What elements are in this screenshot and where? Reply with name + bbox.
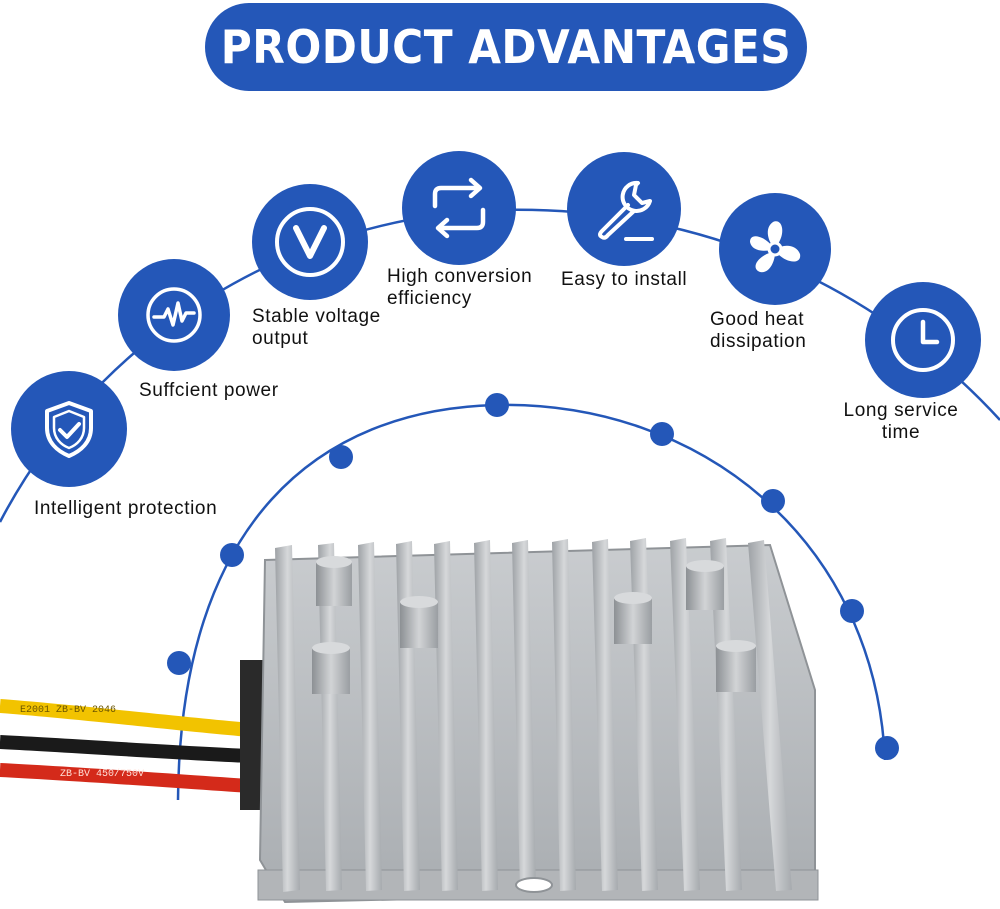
feature-label-intelligent-protection: Intelligent protection xyxy=(34,498,218,519)
mounting-post xyxy=(400,602,438,648)
shield-check-icon xyxy=(45,401,93,458)
cooling-fin xyxy=(434,541,458,891)
wire-marking-red: ZB-BV 450/750V xyxy=(60,768,144,780)
cooling-fin xyxy=(670,538,700,891)
wire-yellow xyxy=(0,699,251,737)
fan-icon xyxy=(750,221,801,273)
cooling-fin xyxy=(275,545,300,892)
arc-dots xyxy=(167,393,899,760)
cooling-fin xyxy=(710,538,742,891)
arc-dot xyxy=(875,736,899,760)
wire-marking-yellow: E2001 ZB-BV 2046 xyxy=(20,705,116,716)
label-line: Good heat xyxy=(710,309,805,330)
mounting-posts xyxy=(312,556,756,694)
wires: E2001 ZB-BV 2046 ZB-BV 450/750V xyxy=(0,699,251,793)
mounting-post xyxy=(316,556,352,568)
cooling-fin xyxy=(592,539,618,891)
clock-icon xyxy=(891,308,955,372)
refresh-arrows-icon xyxy=(432,177,486,239)
label-line: efficiency xyxy=(387,288,472,309)
mounting-post xyxy=(614,598,652,644)
label-line: High conversion xyxy=(387,266,533,287)
arc-dot xyxy=(220,543,244,567)
feature-long-service xyxy=(865,282,981,398)
arc-dot xyxy=(485,393,509,417)
wrench-icon xyxy=(598,180,654,241)
cooling-fin xyxy=(318,543,342,891)
page-title: PRODUCT ADVANTAGES xyxy=(220,20,792,74)
label-line: dissipation xyxy=(710,331,807,352)
wire-red xyxy=(0,763,251,793)
mounting-post xyxy=(400,596,438,608)
feature-label-sufficient-power: Suffcient power xyxy=(139,380,279,401)
feature-stable-voltage xyxy=(252,184,368,300)
mounting-post xyxy=(316,562,352,606)
mounting-post xyxy=(614,592,652,604)
title-banner: PRODUCT ADVANTAGES xyxy=(205,3,807,91)
label-line: output xyxy=(252,328,309,349)
mounting-post xyxy=(716,646,756,692)
mounting-slot xyxy=(515,877,553,893)
cooling-fin xyxy=(748,540,792,891)
feature-heat-dissipation xyxy=(719,193,831,305)
arc-dot xyxy=(650,422,674,446)
arc-dot xyxy=(761,489,785,513)
cooling-fin xyxy=(552,539,576,891)
arc-dot xyxy=(329,445,353,469)
arc-dot xyxy=(840,599,864,623)
feature-label-stable-voltage: Stable voltage output xyxy=(252,306,381,350)
label-line: time xyxy=(881,422,921,443)
feature-sufficient-power xyxy=(118,259,230,371)
feature-label-easy-install: Easy to install xyxy=(561,269,688,290)
feature-label-long-service: Long service time xyxy=(831,400,971,444)
feature-label-high-conversion: High conversion efficiency xyxy=(387,266,532,310)
mounting-post xyxy=(312,642,350,654)
feature-label-heat-dissipation: Good heat dissipation xyxy=(710,309,806,353)
mounting-post xyxy=(686,560,724,572)
feature-easy-install xyxy=(567,152,681,266)
label-line: Stable voltage xyxy=(252,306,381,327)
arc-dot xyxy=(167,651,191,675)
label-line: Long service xyxy=(843,400,959,421)
mounting-post xyxy=(312,648,350,694)
pulse-icon xyxy=(146,287,202,343)
mounting-post xyxy=(716,640,756,652)
wire-black xyxy=(0,735,251,763)
mounting-post xyxy=(686,566,724,610)
cooling-fin xyxy=(474,540,498,891)
feature-intelligent-protection xyxy=(11,371,127,487)
feature-high-conversion xyxy=(402,151,516,265)
v-circle-icon xyxy=(275,207,345,277)
cooling-fin xyxy=(512,540,536,891)
converter-product-image: E2001 ZB-BV 2046 ZB-BV 450/750V xyxy=(0,538,819,904)
cooling-fin xyxy=(358,542,382,891)
